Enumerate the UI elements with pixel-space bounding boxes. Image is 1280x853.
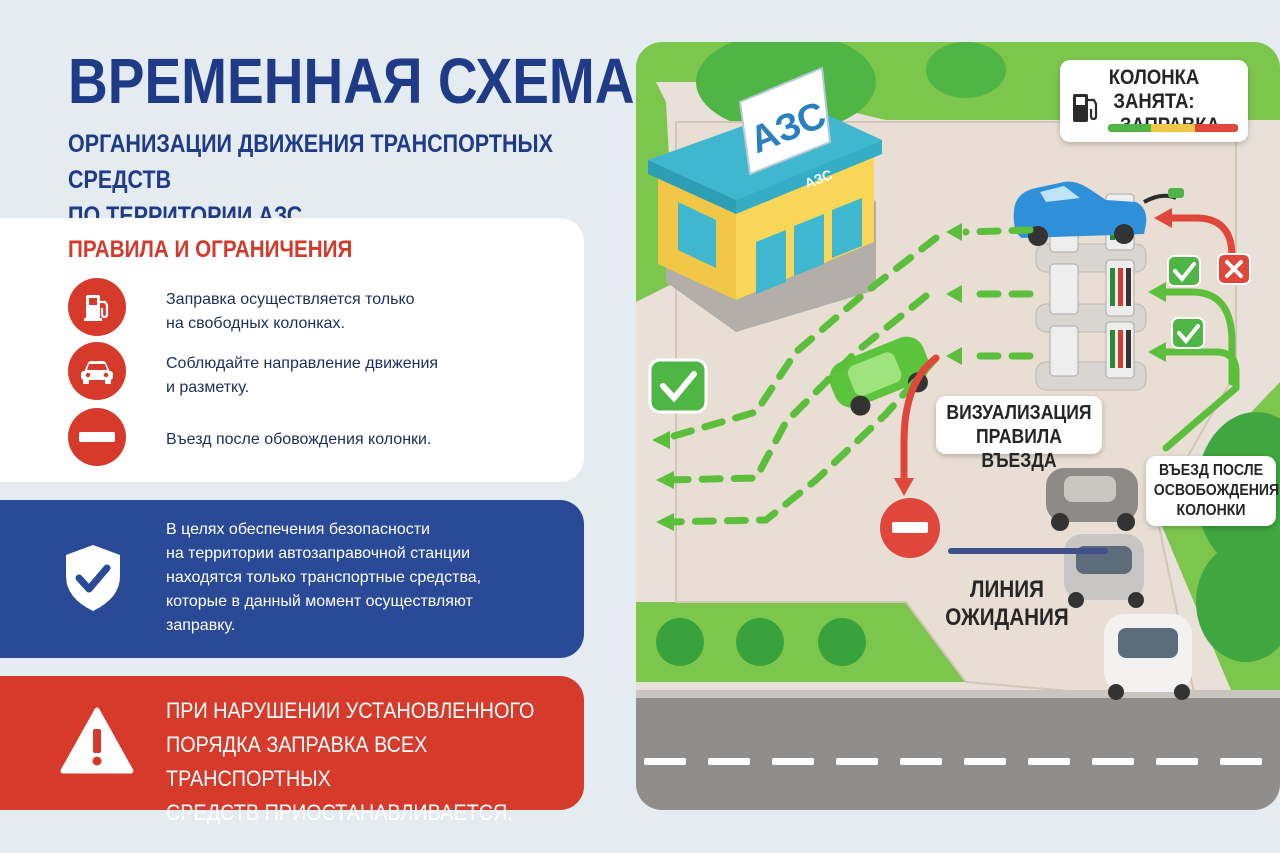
pump-island-3 (1035, 321, 1147, 391)
status-indicator-bar (1108, 124, 1238, 132)
car-waiting-3 (1104, 614, 1192, 700)
car-waiting-2 (1064, 534, 1144, 608)
rule-text-3: Въезд после обовождения колонки. (166, 428, 566, 452)
fuel-pump-icon (68, 278, 126, 336)
rule-callout-line-1: ВИЗУАЛИЗАЦИЯ (946, 402, 1092, 424)
rule-text-1: Заправка осуществляется только на свобод… (166, 288, 566, 336)
check-badge-2 (1171, 317, 1205, 349)
info-line-3: находятся только транспортные средства, (166, 569, 482, 586)
rule-2-line-2: и разметку. (166, 379, 250, 396)
car-driving-green (829, 336, 930, 416)
info-line-1: В целях обеспечения безопасности (166, 521, 430, 538)
page-title: ВРЕМЕННАЯ СХЕМА (68, 45, 635, 117)
check-badge-large (648, 358, 708, 414)
shield-check-icon (62, 542, 124, 619)
info-line-4: которые в данный момент осуществляют (166, 593, 473, 610)
entry-rule-callout: ВИЗУАЛИЗАЦИЯ ПРАВИЛА ВЪЕЗДА (936, 396, 1102, 472)
warning-line-2: ПОРЯДКА ЗАПРАВКА ВСЕХ ТРАНСПОРТНЫХ (166, 732, 428, 791)
entry-callout-line-3: КОЛОНКИ (1176, 502, 1246, 519)
entry-callout-line-2: ОСВОБОЖДЕНИЯ (1153, 482, 1280, 499)
subtitle-line-1: ОРГАНИЗАЦИИ ДВИЖЕНИЯ ТРАНСПОРТНЫХ СРЕДСТ… (68, 130, 553, 194)
warning-triangle-icon (60, 707, 134, 780)
rule-1-line-1: Заправка осуществляется только (166, 291, 415, 308)
waiting-line-label-2: ОЖИДАНИЯ (945, 604, 1069, 631)
rule-2-line-1: Соблюдайте направление движения (166, 355, 439, 372)
page-subtitle: ОРГАНИЗАЦИИ ДВИЖЕНИЯ ТРАНСПОРТНЫХ СРЕДСТ… (68, 126, 593, 234)
station-building (648, 66, 882, 332)
car-icon (68, 342, 126, 400)
waiting-line-marking (948, 548, 1108, 554)
warning-line-3: СРЕДСТВ ПРИОСТАНАВЛИВАЕТСЯ. (166, 800, 513, 825)
warning-line-1: ПРИ НАРУШЕНИИ УСТАНОВЛЕННОГО (166, 698, 535, 723)
warning-text: ПРИ НАРУШЕНИИ УСТАНОВЛЕННОГО ПОРЯДКА ЗАП… (166, 694, 535, 830)
waiting-line-label-1: ЛИНИЯ (970, 576, 1044, 603)
road (636, 692, 1280, 810)
info-line-2: на территории автозаправочной станции (166, 545, 471, 562)
entry-after-release-callout: ВЪЕЗД ПОСЛЕ ОСВОБОЖДЕНИЯ КОЛОНКИ (1146, 456, 1280, 526)
check-badge-1 (1167, 255, 1201, 287)
rule-text-2: Соблюдайте направление движения и размет… (166, 352, 566, 400)
cross-badge (1217, 253, 1251, 285)
fuel-pump-icon (1073, 94, 1098, 122)
entry-callout-line-1: ВЪЕЗД ПОСЛЕ (1158, 462, 1264, 479)
rule-1-line-2: на свободных колонках. (166, 315, 345, 332)
no-entry-sign (880, 498, 940, 558)
waiting-line-label: ЛИНИЯ ОЖИДАНИЯ (943, 576, 1072, 632)
grass-bottom-left (636, 602, 966, 682)
info-line-5: заправку. (166, 617, 236, 634)
status-callout-line-1: КОЛОНКА ЗАНЯТА: (1108, 66, 1200, 113)
car-fueling-blue (1013, 181, 1184, 246)
info-text: В целях обеспечения безопасности на терр… (166, 518, 566, 638)
rule-callout-line-2: ПРАВИЛА ВЪЕЗДА (976, 426, 1062, 472)
status-callout: КОЛОНКА ЗАНЯТА: ЗАПРАВКА (1060, 60, 1248, 142)
no-entry-icon (68, 408, 126, 466)
rules-heading: ПРАВИЛА И ОГРАНИЧЕНИЯ (68, 236, 353, 263)
car-waiting-1 (1046, 468, 1138, 531)
rule-3-line-1: Въезд после обовождения колонки. (166, 431, 432, 448)
station-map: АЗС АЗС (636, 42, 1280, 810)
